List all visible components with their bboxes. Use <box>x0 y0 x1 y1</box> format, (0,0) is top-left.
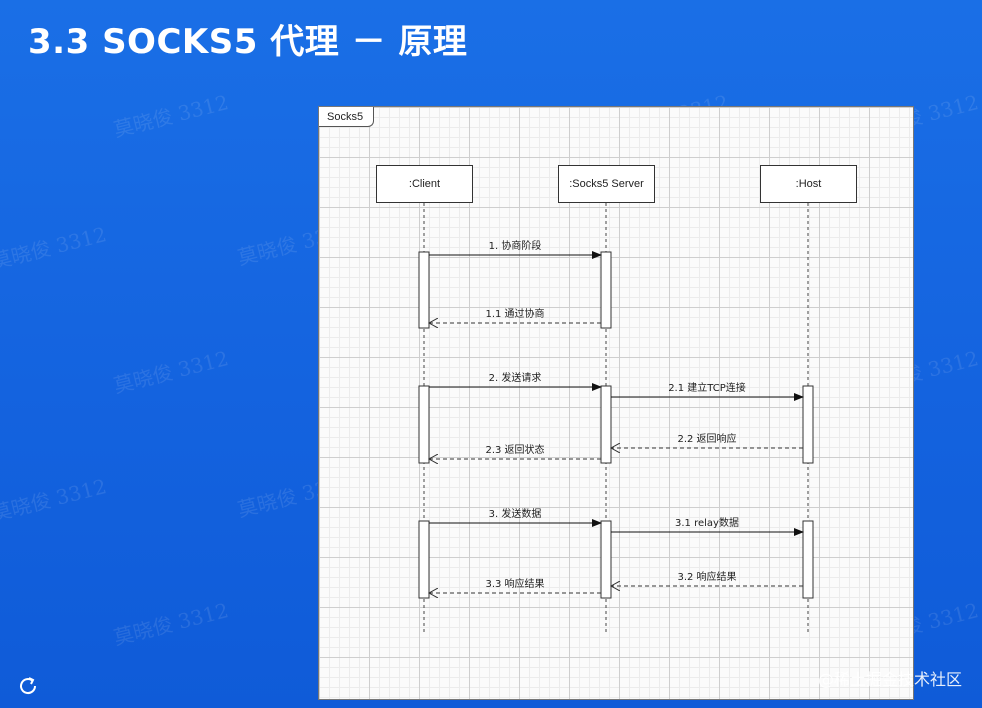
watermark: 莫晓俊 3312 <box>0 474 109 526</box>
activation-bar <box>600 385 612 464</box>
participant-socks5-server: :Socks5 Server <box>558 165 655 203</box>
message-label: 3.2 响应结果 <box>677 570 736 583</box>
refresh-icon[interactable] <box>16 674 40 698</box>
message-label: 3. 发送数据 <box>489 507 542 520</box>
message-label: 2. 发送请求 <box>489 371 542 384</box>
activation-bar <box>418 251 430 329</box>
message-label: 2.3 返回状态 <box>485 443 544 456</box>
frame-label: Socks5 <box>319 107 375 127</box>
message-label: 1.1 通过协商 <box>485 307 544 320</box>
watermark: 莫晓俊 3312 <box>111 90 231 142</box>
participant-host: :Host <box>760 165 857 203</box>
activation-bar <box>418 385 430 464</box>
sequence-diagram: Socks5 :Client :Socks5 Server :Host 1. 协… <box>318 106 914 700</box>
message-label: 3.1 relay数据 <box>675 516 739 529</box>
activation-bar <box>600 251 612 329</box>
footer-brand: @稀土掘金技术社区 <box>817 670 962 689</box>
activation-bar <box>418 520 430 599</box>
activation-bar <box>802 385 814 464</box>
message-label: 2.2 返回响应 <box>677 432 736 445</box>
slide-title: 3.3 SOCKS5 代理 － 原理 <box>28 22 468 62</box>
activation-bar <box>600 520 612 599</box>
participant-client: :Client <box>376 165 473 203</box>
watermark: 莫晓俊 3312 <box>0 222 109 274</box>
watermark: 莫晓俊 3312 <box>111 346 231 398</box>
activation-bar <box>802 520 814 599</box>
sequence-canvas: 1. 协商阶段 1.1 通过协商 2. 发送请求 2.1 建立TCP连接 2.2… <box>418 203 814 635</box>
message-label: 2.1 建立TCP连接 <box>668 381 746 394</box>
message-label: 3.3 响应结果 <box>485 577 544 590</box>
watermark: 莫晓俊 3312 <box>111 598 231 650</box>
message-label: 1. 协商阶段 <box>489 239 542 252</box>
